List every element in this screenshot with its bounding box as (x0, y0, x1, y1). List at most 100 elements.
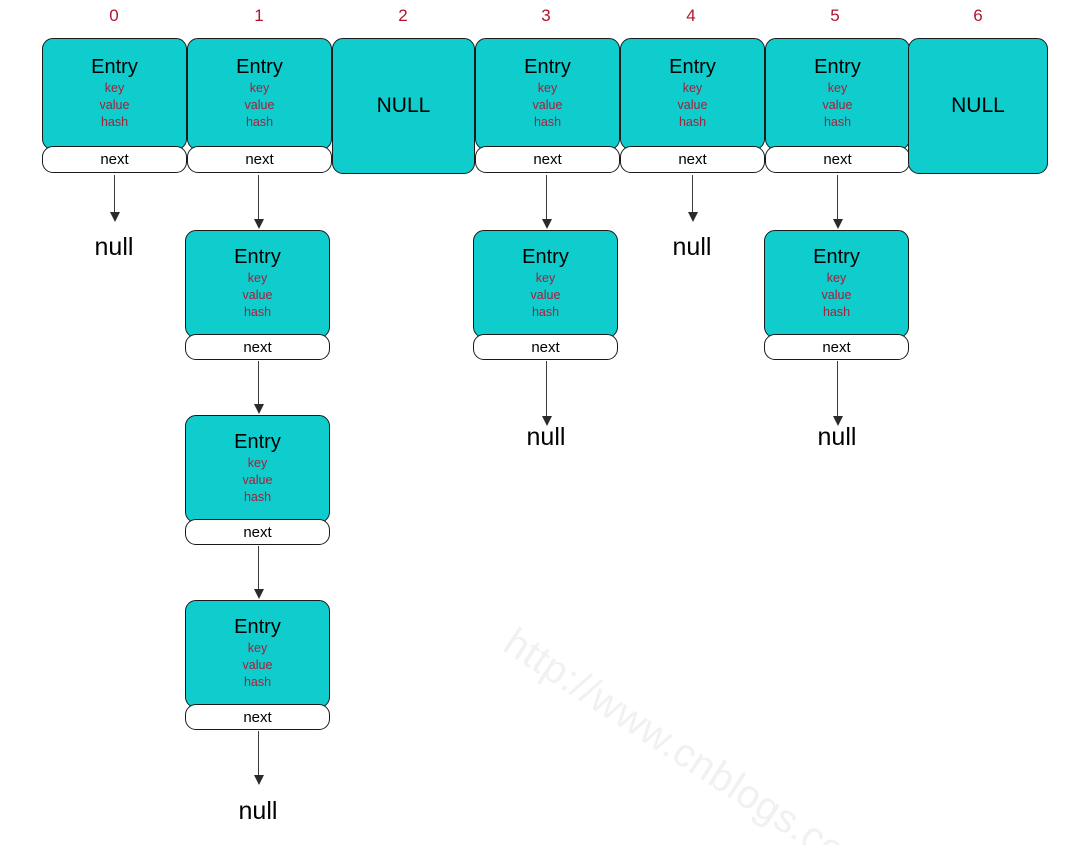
entry-field-hash: hash (245, 114, 274, 129)
entry-fields: key value hash (533, 80, 563, 131)
bucket-5-entry[interactable]: Entry key value hash next (765, 38, 910, 174)
entry-field-hash: hash (100, 114, 129, 129)
null-terminal-bucket-5: null (817, 423, 857, 451)
bucket-0-entry-body: Entry key value hash (42, 38, 187, 150)
entry-field-hash: hash (243, 489, 272, 504)
arrow-bucket-0-to-null (109, 175, 120, 222)
bucket-5-entry-body: Entry key value hash (765, 38, 910, 150)
watermark-text: http://www.cnblogs.com/chengxiao/ (496, 620, 1058, 845)
column-index-2: 2 (398, 6, 408, 25)
entry-field-key: key (826, 271, 847, 286)
bucket-3-next-field[interactable]: next (475, 146, 620, 173)
entry-field-value: value (242, 658, 273, 673)
entry-title: Entry (524, 56, 571, 79)
column-index-1: 1 (254, 6, 264, 25)
bucket-1-entry[interactable]: Entry key value hash next (187, 38, 332, 174)
chain-1-node-3-body: Entry key value hash (185, 600, 330, 708)
chain-1-node-3[interactable]: Entry key value hash next (185, 600, 330, 730)
arrow-chain-1-node-2-to-3 (253, 546, 264, 599)
entry-fields: key value hash (245, 80, 275, 131)
arrow-bucket-4-to-null (687, 175, 698, 222)
entry-field-value: value (244, 98, 275, 113)
entry-field-hash: hash (243, 674, 272, 689)
entry-field-hash: hash (243, 304, 272, 319)
entry-field-key: key (537, 81, 558, 96)
entry-field-hash: hash (533, 114, 562, 129)
entry-field-hash: hash (822, 304, 851, 319)
entry-field-value: value (821, 288, 852, 303)
entry-fields: key value hash (243, 455, 273, 506)
entry-field-value: value (677, 98, 708, 113)
column-index-3: 3 (541, 6, 551, 25)
entry-field-key: key (247, 641, 268, 656)
bucket-1-next-field[interactable]: next (187, 146, 332, 173)
entry-fields: key value hash (678, 80, 708, 131)
bucket-3-entry[interactable]: Entry key value hash next (475, 38, 620, 174)
bucket-0-next-field[interactable]: next (42, 146, 187, 173)
entry-title: Entry (669, 56, 716, 79)
column-index-4: 4 (686, 6, 696, 25)
arrow-bucket-5-to-chain-1 (832, 175, 843, 229)
chain-1-node-2[interactable]: Entry key value hash next (185, 415, 330, 545)
entry-field-key: key (535, 271, 556, 286)
null-terminal-bucket-0: null (94, 233, 134, 261)
entry-field-hash: hash (823, 114, 852, 129)
entry-title: Entry (236, 56, 283, 79)
entry-title: Entry (522, 246, 569, 269)
entry-field-key: key (247, 456, 268, 471)
chain-1-node-1[interactable]: Entry key value hash next (185, 230, 330, 360)
arrow-chain-1-node-3-to-null (253, 731, 264, 785)
entry-field-key: key (104, 81, 125, 96)
entry-title: Entry (234, 616, 281, 639)
column-index-5: 5 (830, 6, 840, 25)
chain-5-node-1[interactable]: Entry key value hash next (764, 230, 909, 360)
chain-1-node-1-next-field[interactable]: next (185, 334, 330, 360)
entry-title: Entry (234, 431, 281, 454)
chain-1-node-2-body: Entry key value hash (185, 415, 330, 523)
entry-field-value: value (242, 473, 273, 488)
entry-field-value: value (99, 98, 130, 113)
bucket-4-entry-body: Entry key value hash (620, 38, 765, 150)
entry-field-value: value (822, 98, 853, 113)
entry-field-hash: hash (531, 304, 560, 319)
null-terminal-bucket-3: null (526, 423, 566, 451)
column-index-0: 0 (109, 6, 119, 25)
chain-3-node-1[interactable]: Entry key value hash next (473, 230, 618, 360)
bucket-4-entry[interactable]: Entry key value hash next (620, 38, 765, 174)
arrow-bucket-1-to-chain-1 (253, 175, 264, 229)
entry-title: Entry (234, 246, 281, 269)
entry-field-hash: hash (678, 114, 707, 129)
bucket-1-entry-body: Entry key value hash (187, 38, 332, 150)
bucket-3-entry-body: Entry key value hash (475, 38, 620, 150)
entry-field-key: key (249, 81, 270, 96)
entry-field-value: value (530, 288, 561, 303)
entry-title: Entry (91, 56, 138, 79)
arrow-bucket-3-to-chain-1 (541, 175, 552, 229)
bucket-4-next-field[interactable]: next (620, 146, 765, 173)
chain-1-node-2-next-field[interactable]: next (185, 519, 330, 545)
null-terminal-bucket-4: null (672, 233, 712, 261)
chain-3-node-1-body: Entry key value hash (473, 230, 618, 338)
chain-5-node-1-next-field[interactable]: next (764, 334, 909, 360)
entry-fields: key value hash (822, 270, 852, 321)
arrow-chain-1-node-1-to-2 (253, 361, 264, 414)
bucket-5-next-field[interactable]: next (765, 146, 910, 173)
bucket-0-entry[interactable]: Entry key value hash next (42, 38, 187, 174)
entry-field-value: value (532, 98, 563, 113)
column-index-6: 6 (973, 6, 983, 25)
null-terminal-bucket-1: null (238, 797, 278, 825)
entry-fields: key value hash (243, 270, 273, 321)
entry-fields: key value hash (100, 80, 130, 131)
entry-field-key: key (682, 81, 703, 96)
bucket-2-null-box[interactable]: NULL (332, 38, 475, 174)
entry-field-key: key (247, 271, 268, 286)
chain-1-node-3-next-field[interactable]: next (185, 704, 330, 730)
bucket-6-null-box[interactable]: NULL (908, 38, 1048, 174)
arrow-chain-5-node-1-to-null (832, 361, 843, 426)
entry-title: Entry (813, 246, 860, 269)
entry-field-key: key (827, 81, 848, 96)
chain-3-node-1-next-field[interactable]: next (473, 334, 618, 360)
arrow-chain-3-node-1-to-null (541, 361, 552, 426)
entry-title: Entry (814, 56, 861, 79)
entry-fields: key value hash (243, 640, 273, 691)
